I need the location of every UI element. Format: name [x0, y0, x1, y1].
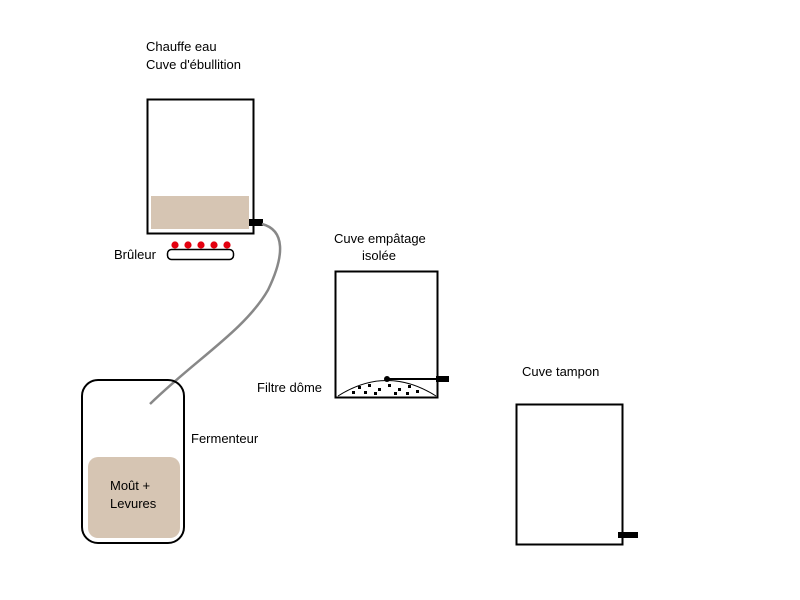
- boil-kettle-label-line1: Chauffe eau: [146, 39, 217, 54]
- boil-kettle-liquid: [151, 196, 249, 229]
- fermenter-liquid: [88, 457, 180, 538]
- burner-label: Brûleur: [114, 247, 156, 262]
- fermenter: [81, 379, 185, 544]
- hose-icon: [149, 222, 282, 405]
- burner-icon: [166, 241, 235, 261]
- mash-tun-label-line2: isolée: [362, 248, 396, 263]
- buffer-tank-valve: [618, 532, 638, 538]
- wort-label-line1: Moût +: [110, 478, 151, 493]
- boil-kettle-valve: [249, 219, 263, 226]
- mash-tun-outlet-pipe: [384, 376, 449, 382]
- fermenter-label: Fermenteur: [191, 431, 259, 446]
- buffer-tank: [515, 403, 624, 546]
- mash-tun-label-line1: Cuve empâtage: [334, 231, 426, 246]
- dome-filter-label: Filtre dôme: [257, 380, 323, 395]
- buffer-tank-label: Cuve tampon: [522, 364, 600, 379]
- wort-label-line2: Levures: [110, 496, 157, 511]
- boil-kettle-label-line2: Cuve d'ébullition: [146, 57, 241, 72]
